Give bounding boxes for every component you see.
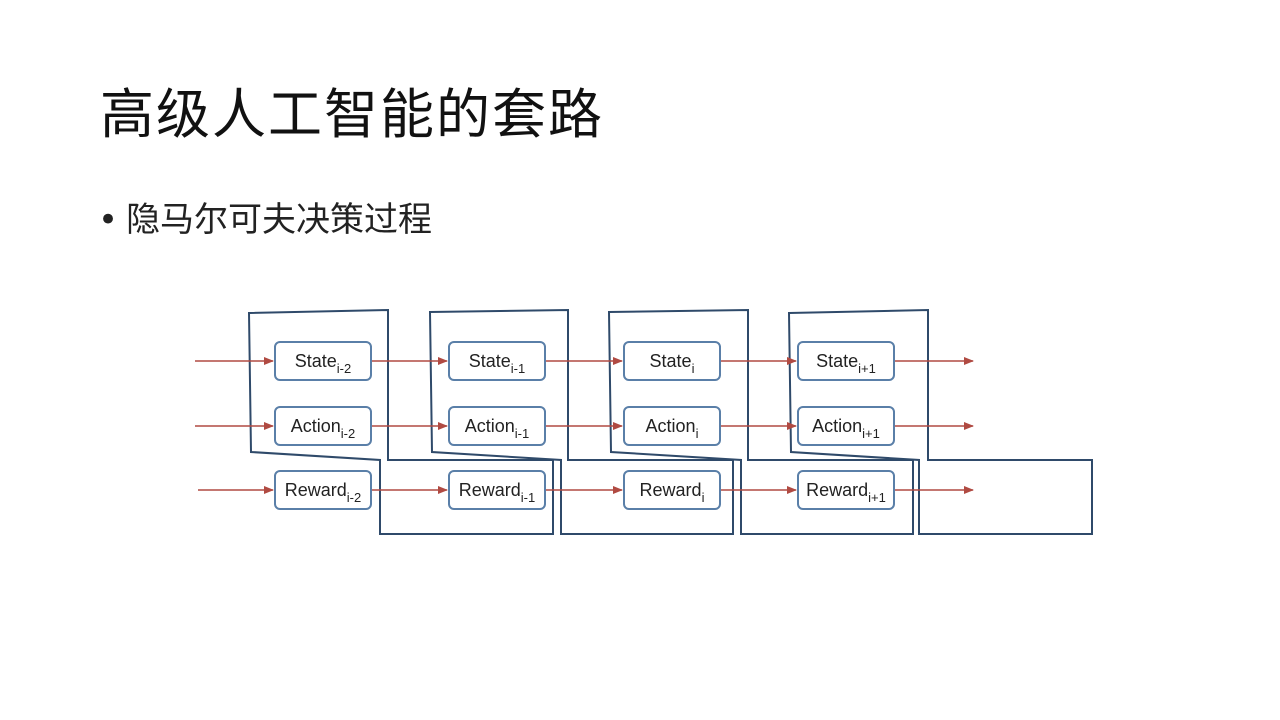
reward-node: Rewardi — [623, 470, 721, 510]
node-label: State — [469, 351, 511, 371]
node-subscript: i+1 — [858, 361, 876, 376]
node-label: Reward — [459, 480, 521, 500]
state-node: Statei-1 — [448, 341, 546, 381]
bullet-text: 隐马尔可夫决策过程 — [126, 200, 433, 240]
node-subscript: i-2 — [347, 490, 361, 505]
node-subscript: i — [692, 361, 695, 376]
bullet-dot: • — [98, 200, 119, 240]
svg-text:Rewardi-2: Rewardi-2 — [285, 480, 361, 505]
reward-node: Rewardi-1 — [448, 470, 546, 510]
group-outline — [787, 308, 1093, 535]
svg-text:Actioni-1: Actioni-1 — [465, 416, 529, 441]
svg-text:Rewardi+1: Rewardi+1 — [806, 480, 886, 505]
node-subscript: i-2 — [341, 426, 355, 441]
svg-text:Statei: Statei — [650, 351, 695, 376]
node-label: Action — [465, 416, 515, 436]
action-node: Actioni+1 — [797, 406, 895, 446]
group-outline — [428, 308, 734, 535]
action-node: Actioni — [623, 406, 721, 446]
node-label: State — [816, 351, 858, 371]
svg-text:Statei+1: Statei+1 — [816, 351, 876, 376]
node-label: Action — [291, 416, 341, 436]
node-subscript: i — [696, 426, 699, 441]
reward-node: Rewardi+1 — [797, 470, 895, 510]
svg-text:Actioni-2: Actioni-2 — [291, 416, 355, 441]
svg-text:Rewardi-1: Rewardi-1 — [459, 480, 535, 505]
node-label: Action — [812, 416, 862, 436]
svg-text:Statei-1: Statei-1 — [469, 351, 525, 376]
node-subscript: i+1 — [868, 490, 886, 505]
svg-text:Actioni: Actioni — [646, 416, 699, 441]
node-subscript: i+1 — [862, 426, 880, 441]
reward-node: Rewardi-2 — [274, 470, 372, 510]
node-label: Reward — [640, 480, 702, 500]
svg-text:Statei-2: Statei-2 — [295, 351, 351, 376]
action-node: Actioni-1 — [448, 406, 546, 446]
node-label: Reward — [806, 480, 868, 500]
arrows — [195, 357, 974, 494]
node-subscript: i-1 — [511, 361, 525, 376]
node-subscript: i-2 — [337, 361, 351, 376]
svg-text:Actioni+1: Actioni+1 — [812, 416, 880, 441]
node-label: State — [295, 351, 337, 371]
node-label: Action — [646, 416, 696, 436]
node-subscript: i-1 — [521, 490, 535, 505]
node-subscript: i — [702, 490, 705, 505]
bullet-item: •隐马尔可夫决策过程 — [98, 192, 432, 241]
slide-title: 高级人工智能的套路 — [100, 83, 604, 146]
state-node: Statei+1 — [797, 341, 895, 381]
svg-text:Rewardi: Rewardi — [640, 480, 705, 505]
node-label: Reward — [285, 480, 347, 500]
state-node: Statei-2 — [274, 341, 372, 381]
node-subscript: i-1 — [515, 426, 529, 441]
state-node: Statei — [623, 341, 721, 381]
group-outlines — [247, 308, 1093, 535]
node-label: State — [650, 351, 692, 371]
action-node: Actioni-2 — [274, 406, 372, 446]
group-outline — [247, 308, 554, 535]
group-outline — [607, 308, 914, 535]
